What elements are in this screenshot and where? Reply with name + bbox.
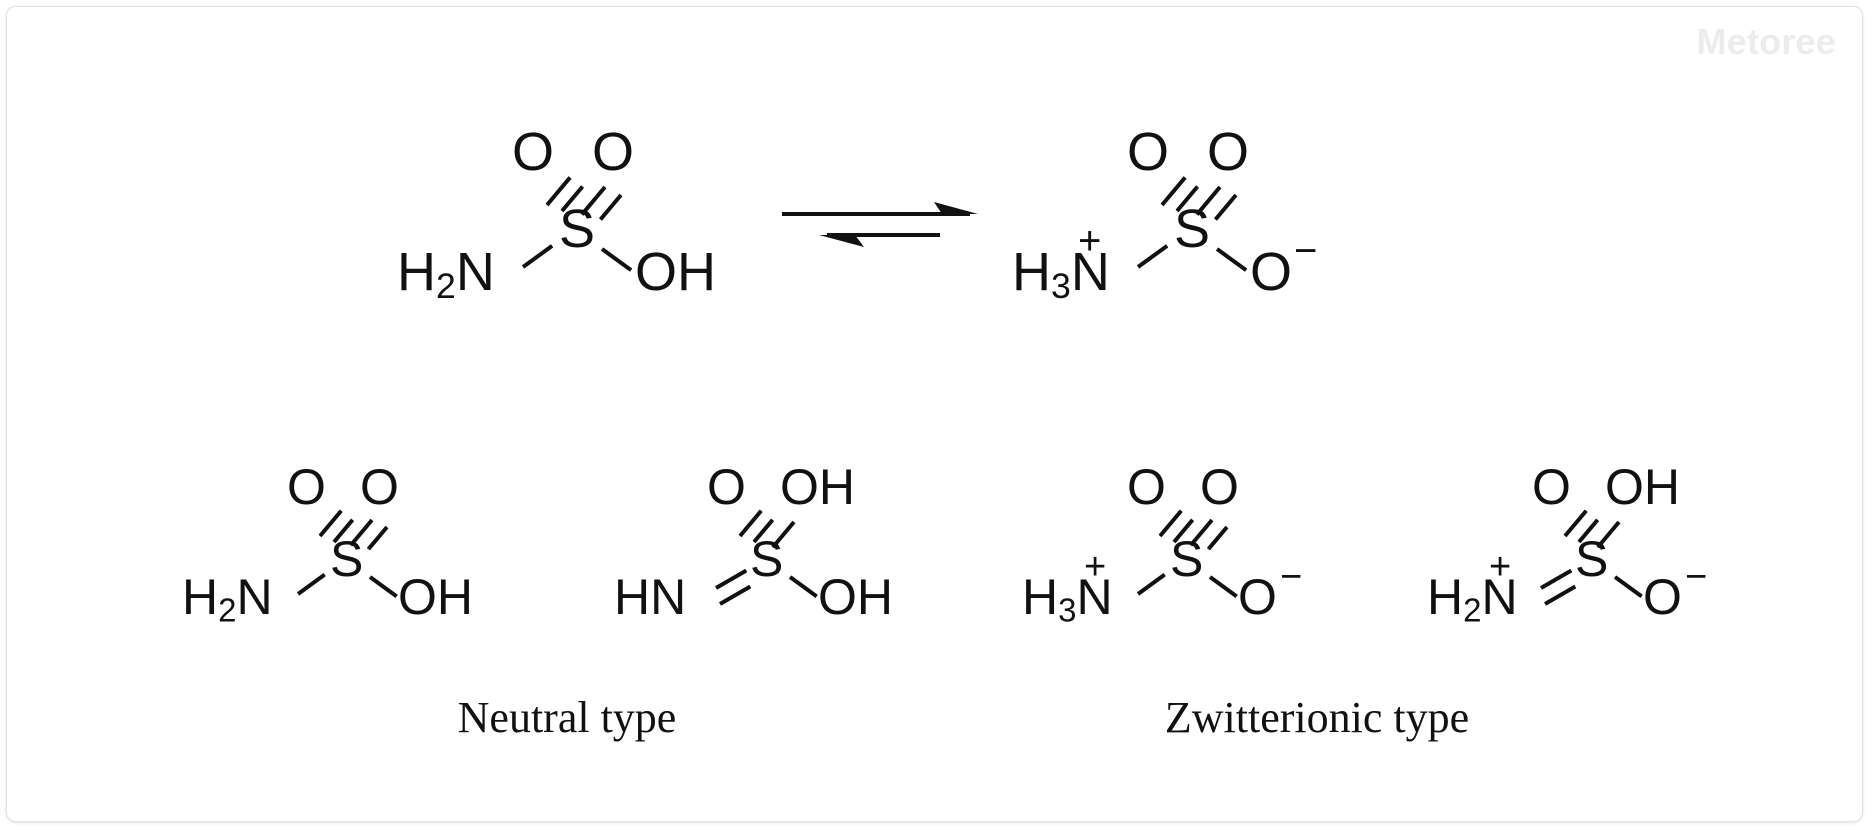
- atom-oxygen-left: O: [287, 459, 326, 515]
- bond-sulfur-hydroxyl: [368, 575, 398, 599]
- charge-nitrogen-positive: +: [1489, 546, 1512, 588]
- atom-oxygen-left: O: [512, 122, 555, 182]
- charge-oxygen-negative: −: [1280, 556, 1303, 598]
- bond-sulfur-hydroxyl: [600, 247, 633, 272]
- nitrogen-label: N: [455, 242, 495, 302]
- hydrogen-count: 3: [1058, 591, 1077, 629]
- molecule-zwitterion-form-iminium: O OH S H2N + O −: [1427, 459, 1757, 632]
- molecule-neutral-form-imine: O OH S HN OH: [614, 459, 932, 632]
- charge-oxygen-negative: −: [1294, 229, 1318, 273]
- caption-zwitterionic-type: Zwitterionic type: [1164, 693, 1470, 742]
- bond-nitrogen-sulfur: [296, 572, 326, 596]
- hydrogen-label: H: [1012, 242, 1051, 302]
- bond-sulfur-hydroxyl: [788, 575, 818, 599]
- equilibrium-arrow: [782, 199, 982, 259]
- atom-hydroxyl-top: OH: [780, 459, 855, 515]
- atom-nitrogen-group: H3N: [1012, 245, 1110, 304]
- molecule-zwitterion-form-ammonium: O O S H3N + O −: [1022, 459, 1352, 632]
- bond-sulfur-oxygen-right-b: [1206, 525, 1229, 551]
- bond-nitrogen-sulfur: [1136, 244, 1169, 269]
- atom-sulfur: S: [1174, 199, 1211, 259]
- hydrogen-label: H: [182, 569, 219, 625]
- nitrogen-label: N: [1076, 569, 1113, 625]
- charge-nitrogen-positive: +: [1084, 546, 1107, 588]
- bond-sulfur-oxygen-right-b: [1213, 193, 1238, 221]
- hydrogen-count: 2: [436, 265, 456, 306]
- bond-nitrogen-sulfur: [1136, 572, 1166, 596]
- atom-oxygen-left: O: [1127, 459, 1166, 515]
- arrow-reverse-head: [819, 235, 864, 247]
- atom-hydroxyl-top: OH: [1605, 459, 1680, 515]
- caption-neutral-type: Neutral type: [457, 693, 677, 742]
- nitrogen-label: N: [1481, 569, 1518, 625]
- bond-sulfur-oxygen-anion: [1613, 575, 1643, 599]
- atom-hydroxyl-group: OH: [398, 569, 473, 625]
- hydrogen-label: H: [397, 242, 436, 302]
- equilibrium-arrow-svg: [782, 202, 978, 247]
- atom-hydroxyl-group: OH: [635, 242, 716, 302]
- atom-nitrogen-group: HN: [614, 569, 687, 625]
- atom-sulfur: S: [559, 199, 596, 259]
- bond-sulfur-oxygen-right-b: [366, 525, 389, 551]
- bond-sulfur-oxygen-anion: [1208, 575, 1238, 599]
- atom-nitrogen-group: H3N: [1022, 572, 1113, 626]
- bond-sulfur-oxygen-right-b: [598, 193, 623, 221]
- atom-oxygen-right: O: [1200, 459, 1239, 515]
- atom-oxygen-anion: O: [1238, 569, 1277, 625]
- charge-oxygen-negative: −: [1685, 556, 1708, 598]
- bond-nitrogen-sulfur: [521, 244, 554, 269]
- figure-card: Metoree O O S H2N OH O: [6, 6, 1863, 822]
- atom-oxygen-right: O: [1207, 122, 1250, 182]
- atom-oxygen-anion: O: [1250, 242, 1293, 302]
- atom-oxygen-left: O: [1127, 122, 1170, 182]
- atom-oxygen-right: O: [360, 459, 399, 515]
- bond-nitrogen-sulfur-b: [719, 584, 752, 606]
- hydrogen-count: 3: [1051, 265, 1071, 306]
- arrow-forward-head: [934, 202, 978, 214]
- hydrogen-count: 2: [218, 591, 237, 629]
- charge-nitrogen-positive: +: [1078, 219, 1102, 263]
- molecule-sulfamic-acid-neutral: O O S H2N OH: [397, 122, 737, 305]
- atom-oxygen-right: O: [592, 122, 635, 182]
- atom-oxygen-left: O: [1532, 459, 1571, 515]
- bond-nitrogen-sulfur-a: [715, 568, 748, 590]
- atom-oxygen-left: O: [707, 459, 746, 515]
- nitrogen-label: N: [1070, 242, 1110, 302]
- bond-nitrogen-sulfur-b: [1544, 584, 1577, 606]
- metoree-watermark: Metoree: [1696, 21, 1836, 62]
- atom-oxygen-anion: O: [1643, 569, 1682, 625]
- hydrogen-label: H: [1022, 569, 1059, 625]
- atom-nitrogen-group: H2N: [397, 245, 495, 304]
- atom-hydroxyl-group: OH: [818, 569, 893, 625]
- molecule-neutral-form-amine: O O S H2N OH: [182, 459, 512, 632]
- hydrogen-label: H: [1427, 569, 1464, 625]
- molecule-sulfamic-acid-zwitterion: O O S H3N + O −: [1012, 122, 1352, 305]
- hydrogen-count: 2: [1463, 591, 1482, 629]
- atom-nitrogen-group: H2N: [182, 572, 273, 626]
- bond-sulfur-oxygen-anion: [1215, 247, 1248, 272]
- bond-nitrogen-sulfur-a: [1540, 568, 1573, 590]
- nitrogen-label: N: [236, 569, 273, 625]
- atom-nitrogen-group: H2N: [1427, 572, 1518, 626]
